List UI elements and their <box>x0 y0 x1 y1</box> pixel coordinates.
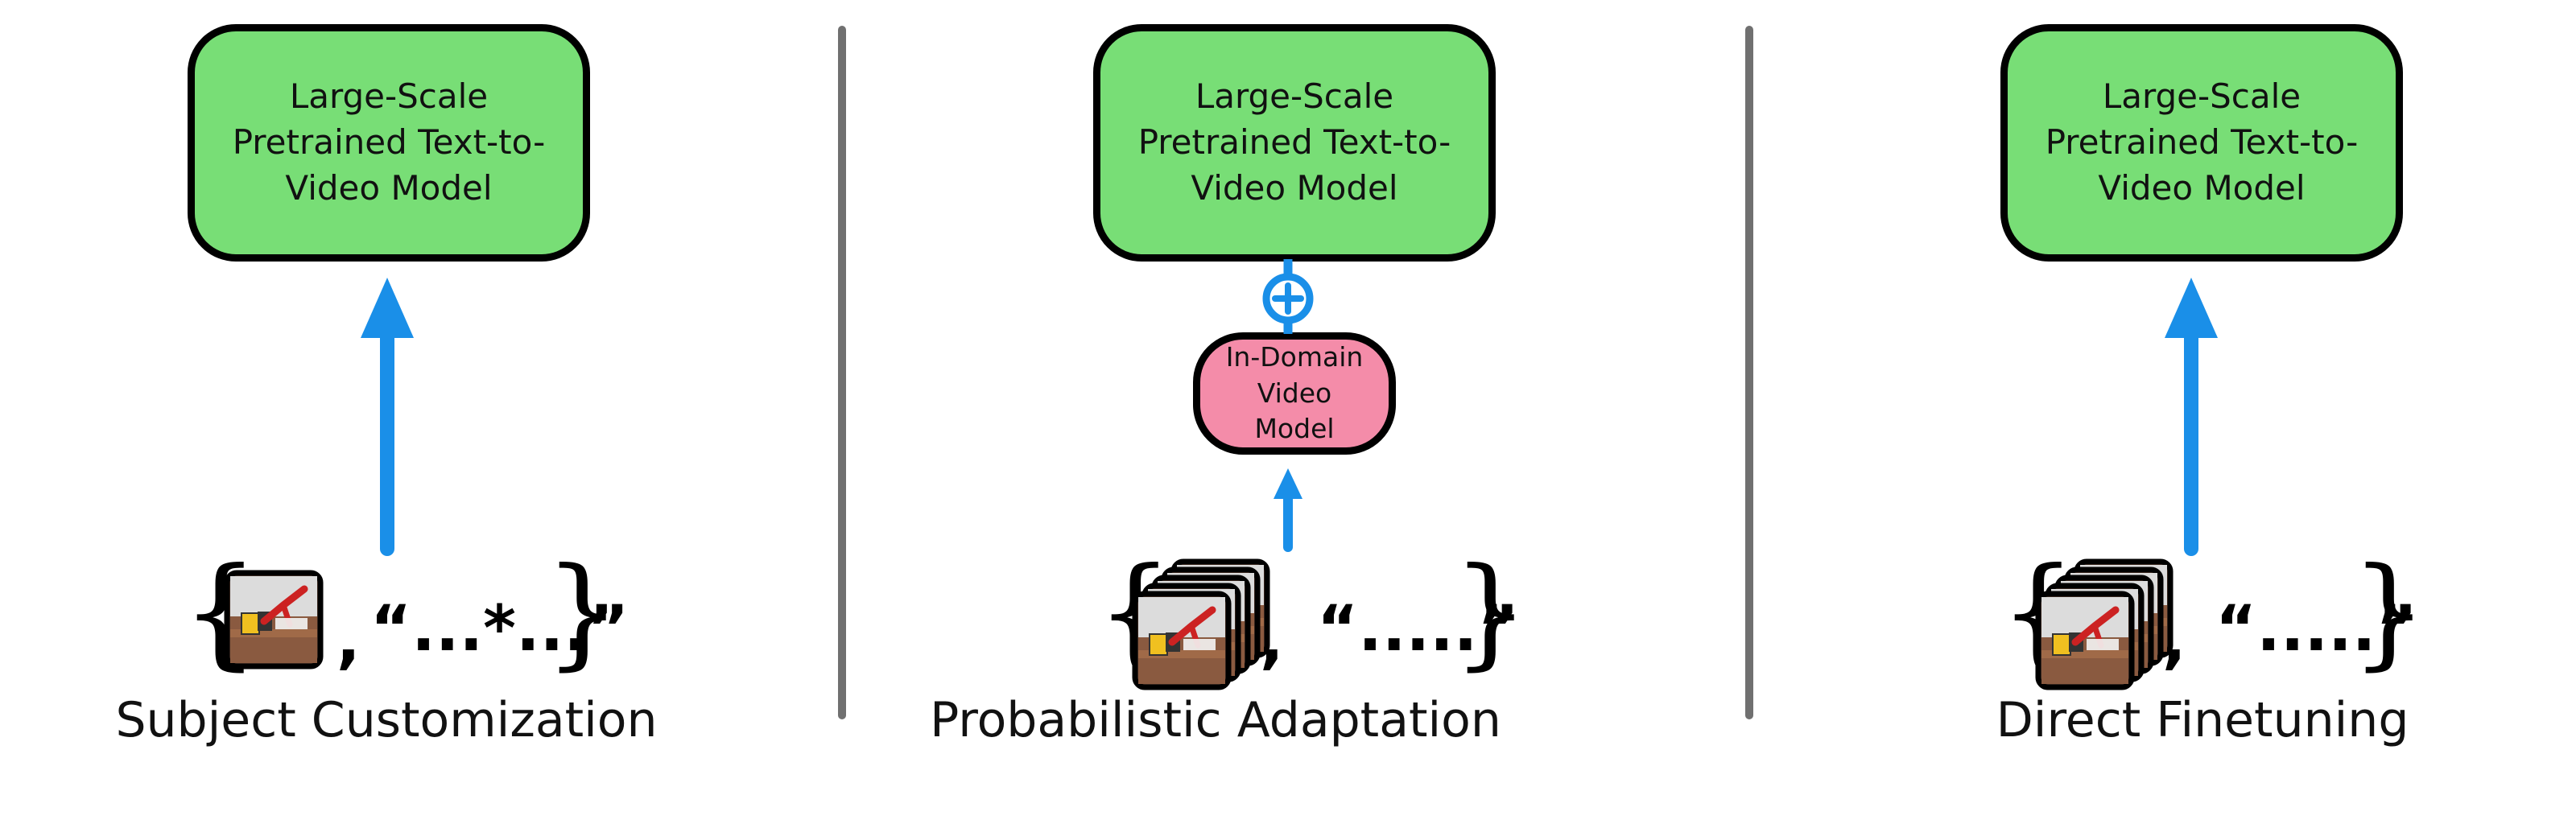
input-set: { , “.....” } <box>2000 542 2427 687</box>
close-brace: } <box>1452 542 1529 682</box>
in-domain-model-label: In-Domain Video Model <box>1225 341 1364 445</box>
comma: , <box>1260 604 1284 677</box>
input-set: { , “...*...” } <box>182 542 629 682</box>
pretrained-model-box: Large-Scale Pretrained Text-to-Video Mod… <box>1093 24 1496 262</box>
upward-arrow <box>361 278 414 556</box>
close-brace: } <box>2351 542 2427 682</box>
pretrained-model-label: Large-Scale Pretrained Text-to-Video Mod… <box>2045 76 2359 208</box>
comma: , <box>2162 604 2186 677</box>
prompt-text: “.....” <box>2215 593 2417 665</box>
robot-image-thumbnail <box>227 573 320 666</box>
upward-arrow <box>1274 468 1302 552</box>
panel-direct-finetuning: Large-Scale Pretrained Text-to-Video Mod… <box>1771 0 2576 824</box>
panel-subject-customization: Large-Scale Pretrained Text-to-Video Mod… <box>0 0 805 824</box>
plus-connector <box>1262 259 1314 334</box>
caption-probabilistic-adaptation: Probabilistic Adaptation <box>930 692 1501 748</box>
pretrained-model-label: Large-Scale Pretrained Text-to-Video Mod… <box>232 76 546 208</box>
video-frames-stack-thumbnail <box>2038 562 2170 687</box>
input-set: { , “.....” } <box>1096 542 1529 687</box>
video-frames-stack-thumbnail <box>1135 562 1267 687</box>
panel-probabilistic-adaptation: Large-Scale Pretrained Text-to-Video Mod… <box>886 0 1690 824</box>
comma: , <box>336 604 361 677</box>
divider-right <box>1745 26 1753 719</box>
divider-left <box>838 26 846 719</box>
pretrained-model-label: Large-Scale Pretrained Text-to-Video Mod… <box>1137 76 1451 208</box>
close-brace: } <box>544 542 621 682</box>
pretrained-model-box: Large-Scale Pretrained Text-to-Video Mod… <box>188 24 590 262</box>
pretrained-model-box: Large-Scale Pretrained Text-to-Video Mod… <box>2000 24 2403 262</box>
caption-subject-customization: Subject Customization <box>115 692 658 748</box>
upward-arrow <box>2165 278 2218 556</box>
prompt-text: “.....” <box>1317 593 1519 665</box>
in-domain-model-box: In-Domain Video Model <box>1193 332 1396 455</box>
caption-direct-finetuning: Direct Finetuning <box>1996 692 2409 748</box>
prompt-text: “...*...” <box>370 593 629 665</box>
